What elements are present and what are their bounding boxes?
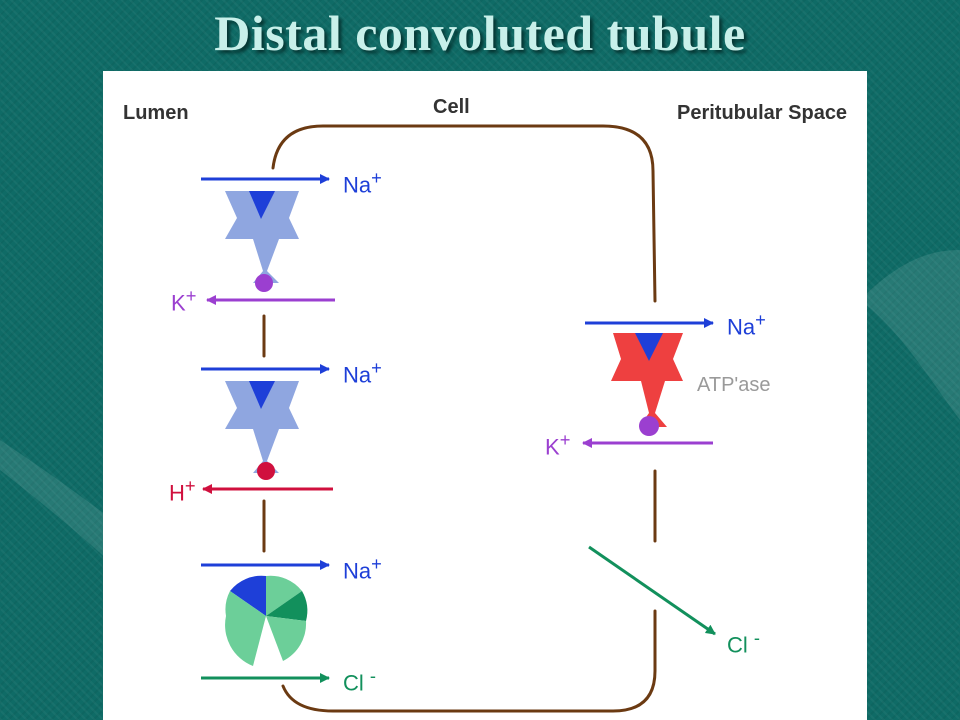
na-cl-cotransporter: [225, 576, 307, 666]
na-pump-label: Na+: [727, 311, 766, 338]
k-pump-label: K+: [545, 431, 570, 458]
cell-label: Cell: [433, 97, 470, 117]
diagram-panel: Lumen Cell Peritubular Space Na+ K+ Na+ …: [103, 71, 867, 720]
na-label-2: Na+: [343, 359, 382, 386]
membrane-top-arc: [273, 126, 655, 301]
na-k-atpase-pump: [611, 333, 683, 436]
potassium-pump-dot: [639, 416, 659, 436]
cell-membrane: [264, 126, 655, 711]
slide-title: Distal convoluted tubule: [0, 4, 960, 62]
h-label: H+: [169, 477, 196, 504]
na-label-3: Na+: [343, 555, 382, 582]
cl-label-1: Cl -: [343, 667, 376, 694]
peritubular-label: Peritubular Space: [677, 103, 847, 123]
na-h-exchanger: [225, 381, 299, 480]
potassium-ion-dot: [255, 274, 273, 292]
cl-exit-arrow: [589, 547, 715, 634]
k-label-1: K+: [171, 287, 196, 314]
na-k-exchanger: [225, 191, 299, 292]
cl-label-2: Cl -: [727, 629, 760, 656]
atpase-label: ATP'ase: [697, 375, 770, 395]
lumen-label: Lumen: [123, 103, 189, 123]
hydrogen-ion-dot: [257, 462, 275, 480]
na-label-1: Na+: [343, 169, 382, 196]
membrane-right-lower: [283, 611, 655, 711]
